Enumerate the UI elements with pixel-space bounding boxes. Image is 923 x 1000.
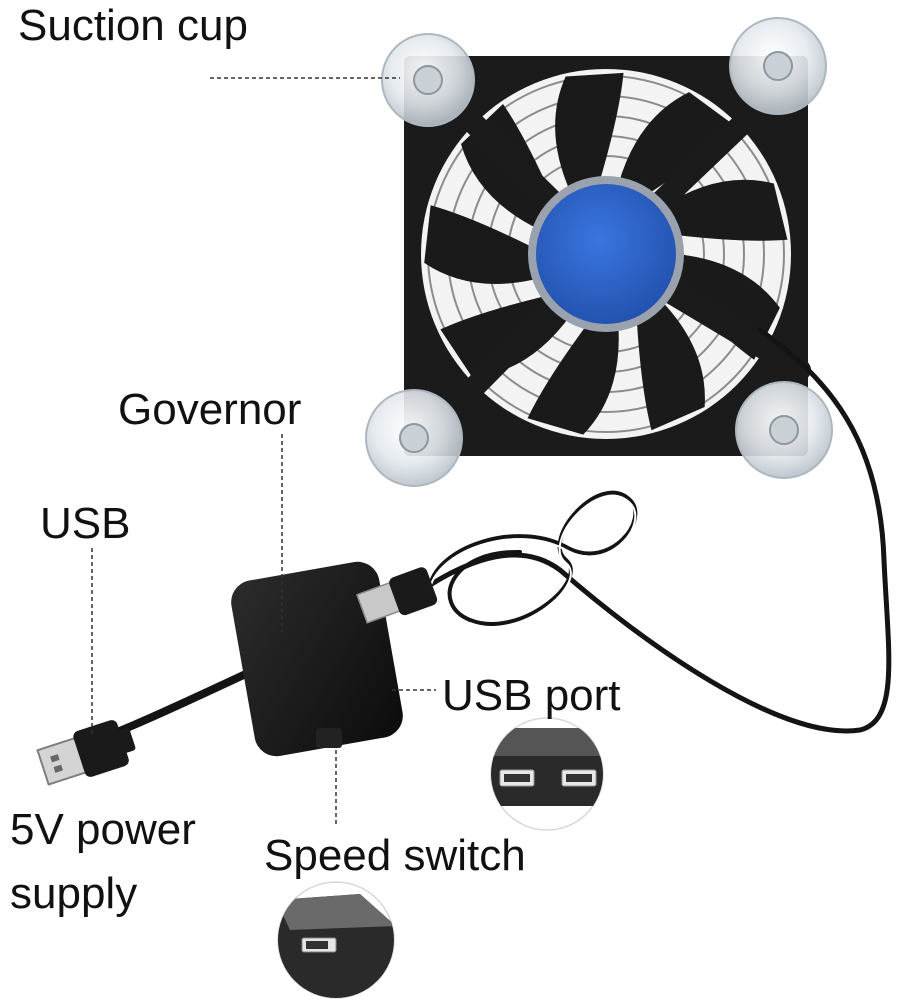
governor-box-icon — [231, 561, 438, 757]
suction-cup-icon — [365, 389, 463, 487]
suction-cup-icon — [735, 381, 833, 479]
label-5v-power-supply: 5V power supply — [10, 798, 270, 926]
suction-cup-icon — [729, 17, 827, 115]
fan-blade — [636, 298, 705, 431]
fan-blade — [659, 179, 788, 241]
fan-icon — [404, 56, 811, 456]
label-governor: Governor — [118, 385, 302, 434]
leader-lines — [91, 77, 436, 824]
label-5v-line2: supply — [10, 868, 138, 918]
usb-plug-icon — [36, 720, 136, 786]
label-speed-switch: Speed switch — [264, 831, 526, 880]
fan-blade — [618, 92, 736, 197]
speed-switch-icon — [277, 881, 395, 999]
fan-blade — [424, 205, 541, 284]
label-usb-port: USB port — [442, 671, 621, 720]
fan-blade — [555, 72, 624, 194]
label-usb: USB — [40, 499, 131, 548]
label-suction-cup: Suction cup — [18, 1, 248, 50]
fan-blade — [527, 321, 619, 435]
usb-port-icon — [490, 717, 604, 831]
suction-cup-icon — [381, 33, 475, 127]
label-5v-line1: 5V power — [10, 805, 196, 854]
